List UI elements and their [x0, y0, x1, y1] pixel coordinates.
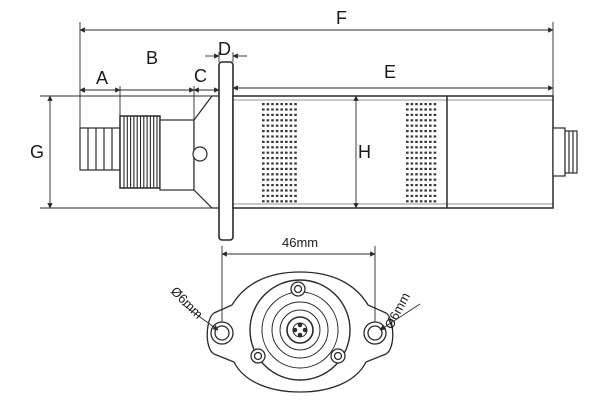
flange-plate: [218, 61, 234, 241]
flange-width-label: 46mm: [282, 235, 318, 250]
hole-diameter-left-label: Ø6mm: [168, 284, 206, 322]
perforation-pattern-left: [262, 103, 297, 203]
dim-label-h: H: [358, 142, 371, 162]
dim-label-d: D: [218, 39, 231, 59]
side-view: [79, 61, 578, 241]
threaded-section: [119, 115, 161, 189]
screw-hole-bottom-left: [250, 348, 266, 364]
screw-hole-bottom-right: [330, 348, 346, 364]
end-view-dimensions: [181, 246, 421, 331]
body-neck: [159, 95, 221, 209]
dim-label-b: B: [146, 48, 158, 68]
end-view: [206, 271, 394, 393]
dim-label-a: A: [96, 68, 108, 88]
screw-hole-top: [290, 281, 306, 297]
dim-label-e: E: [384, 62, 396, 82]
left-connector: [79, 127, 121, 171]
mounting-hole-left: [210, 321, 234, 345]
dim-label-f: F: [336, 8, 347, 28]
right-connector: [552, 127, 578, 177]
dim-label-c: C: [194, 66, 207, 86]
dim-label-g: G: [30, 142, 44, 162]
perforation-pattern-right: [406, 103, 437, 203]
dimension-lines: [40, 22, 554, 209]
hole-diameter-right-label: Ø6mm: [381, 290, 413, 331]
